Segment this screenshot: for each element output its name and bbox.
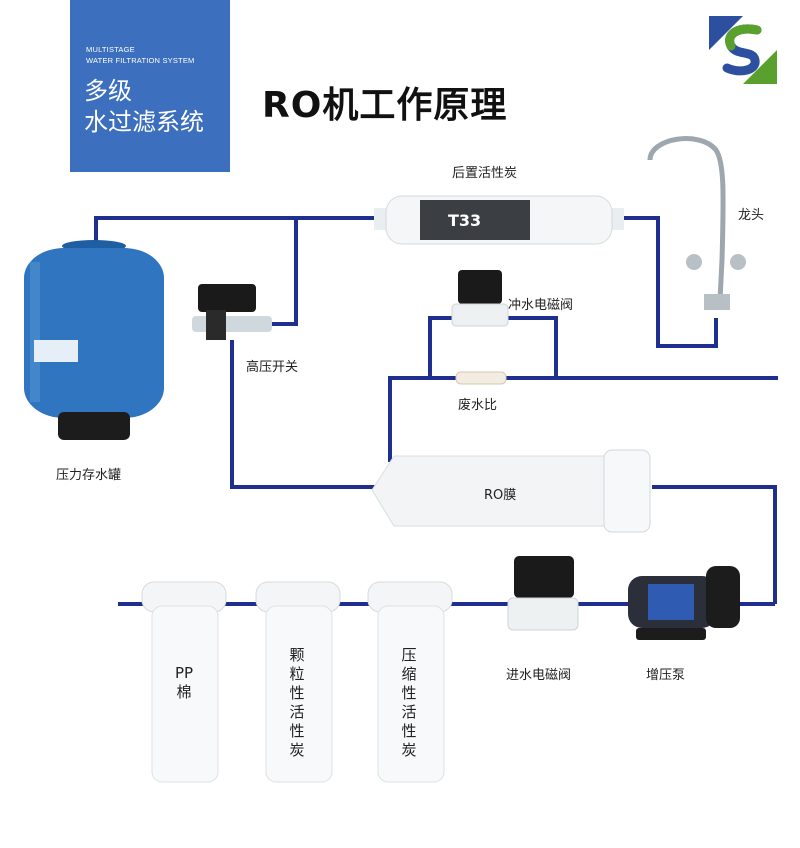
banner-title-zh: 多级 水过滤系统	[84, 77, 204, 136]
banner-subtitle-en: MULTISTAGE WATER FILTRATION SYSTEM	[86, 45, 195, 65]
label-waste-ratio: 废水比	[458, 398, 498, 413]
label-filter-granular: 颗 粒 性 活 性 炭	[289, 646, 305, 759]
label-faucet: 龙头	[738, 208, 765, 223]
faucet-icon	[647, 136, 746, 310]
label-ro-membrane: RO膜	[484, 488, 517, 503]
filter-housing-1-icon	[141, 581, 227, 783]
label-post-carbon: 后置活性炭	[452, 166, 518, 181]
flush-solenoid-valve-icon	[451, 270, 509, 327]
ro-membrane-housing-icon	[371, 449, 651, 533]
booster-pump-icon	[628, 566, 740, 640]
brand-banner: MULTISTAGE WATER FILTRATION SYSTEM 多级 水过…	[70, 0, 230, 172]
waste-ratio-icon	[455, 371, 507, 385]
label-inlet-valve: 进水电磁阀	[506, 668, 572, 683]
svg-text:T33: T33	[448, 211, 481, 230]
post-carbon-filter-icon: T33	[374, 195, 624, 245]
label-filter-block: 压 缩 性 活 性 炭	[401, 646, 417, 759]
pressure-tank-icon	[24, 240, 164, 440]
page-title: RO机工作原理	[262, 85, 508, 126]
company-logo-icon	[709, 16, 777, 84]
label-booster-pump: 增压泵	[646, 668, 686, 683]
high-pressure-switch-icon	[192, 284, 272, 340]
label-flush-valve: 冲水电磁阀	[508, 298, 574, 313]
filter-housing-3-icon	[367, 581, 453, 783]
label-tank: 压力存水罐	[56, 468, 122, 483]
pipe-network	[94, 216, 778, 606]
label-high-pressure-switch: 高压开关	[246, 360, 299, 375]
inlet-solenoid-valve-icon	[507, 556, 579, 631]
label-filter-pp: PP 棉	[174, 664, 194, 701]
filter-housing-2-icon	[255, 581, 341, 783]
